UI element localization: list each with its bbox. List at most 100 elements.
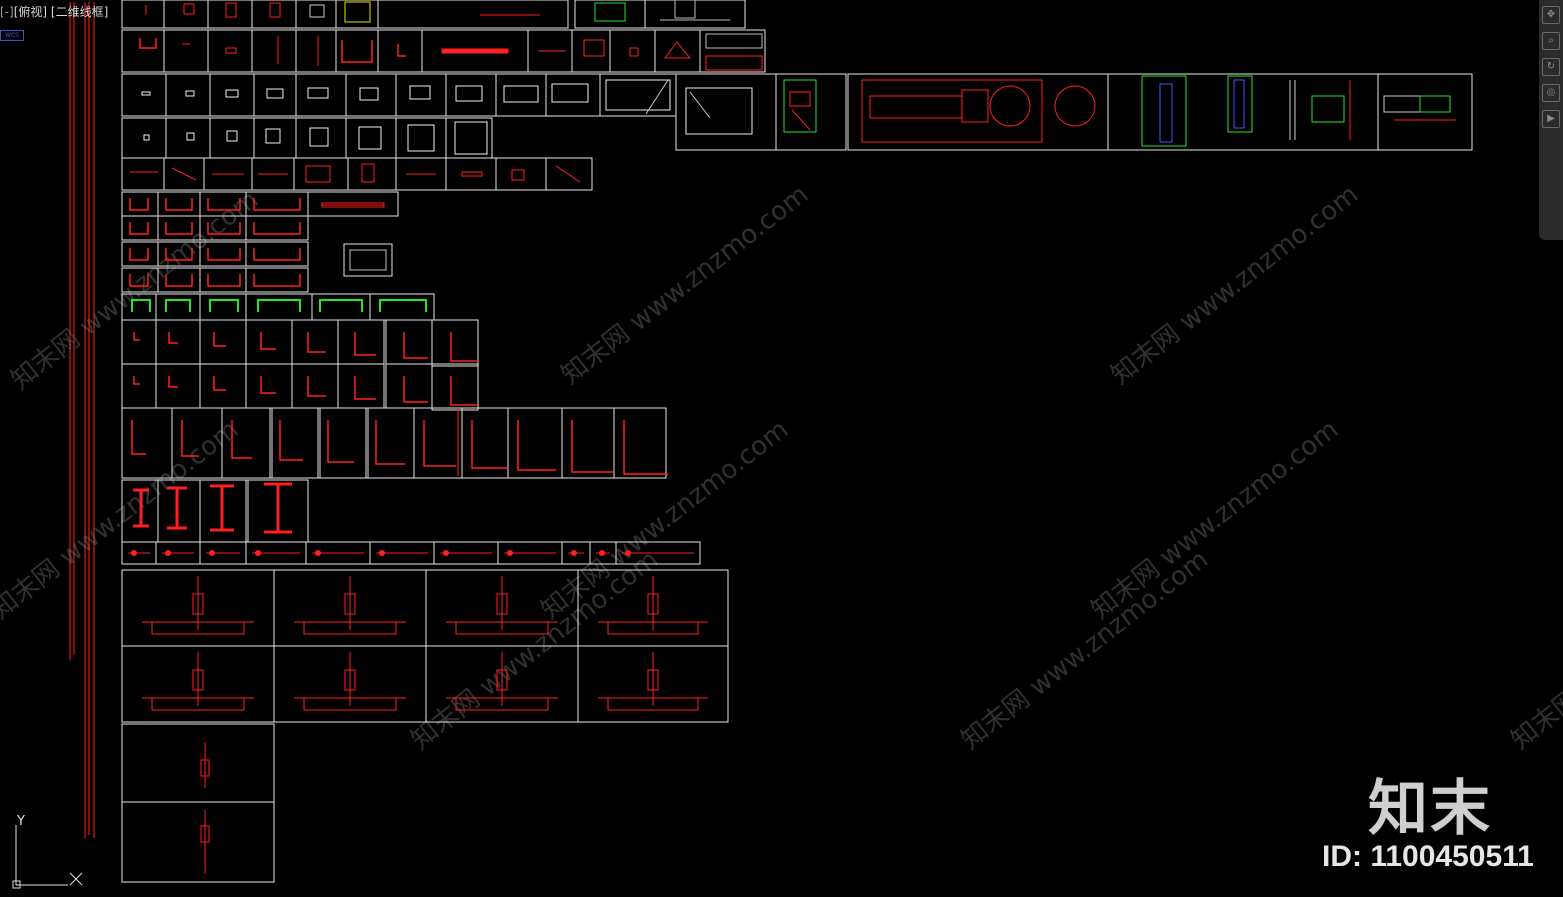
drawing-frame	[307, 191, 399, 217]
drawing-frame	[395, 73, 447, 117]
drawing-frame	[577, 645, 729, 723]
drawing-frame	[654, 29, 701, 73]
zoom-icon[interactable]: ⌕	[1542, 32, 1560, 50]
detail-rect	[143, 134, 150, 141]
drawing-frame	[574, 0, 646, 29]
detail-rect	[192, 669, 204, 691]
detail-rect	[594, 2, 626, 22]
channel-section	[165, 248, 193, 261]
detail-rect	[141, 91, 151, 96]
detail-rect	[789, 91, 811, 107]
channel-section	[165, 274, 193, 287]
drawing-frame	[295, 73, 347, 117]
detail-rect	[265, 128, 281, 144]
ceiling-runner	[455, 622, 549, 635]
orbit-icon[interactable]: ↻	[1542, 58, 1560, 76]
detail-rect	[183, 3, 195, 15]
detail-rect	[511, 169, 525, 181]
angle-section	[623, 420, 668, 475]
drawing-frame	[345, 73, 397, 117]
steering-wheel-icon[interactable]: ◎	[1542, 84, 1560, 102]
drawing-frame	[699, 29, 766, 73]
green-channel	[379, 299, 427, 312]
angle-section	[181, 420, 199, 457]
drawing-frame	[209, 73, 255, 117]
detail-rect	[1141, 75, 1187, 147]
ucs-icon	[12, 825, 83, 889]
detail-rect	[307, 87, 329, 99]
angle-section	[133, 332, 140, 341]
detail-rect	[496, 669, 508, 691]
drawing-frame	[251, 0, 297, 29]
watermark-diagonal: 知末网 www.znzmo.com	[406, 545, 664, 756]
channel-section	[165, 222, 193, 235]
drawing-frame	[155, 319, 201, 365]
channel-section	[253, 198, 301, 211]
viewport-controls-label[interactable]: [-][俯视] [二维线框]	[0, 3, 108, 20]
detail-rect	[344, 669, 356, 691]
drawing-frame	[293, 157, 349, 191]
detail-rect	[358, 126, 382, 150]
detail-rect	[407, 124, 435, 152]
detail-rect	[629, 47, 639, 57]
green-channel	[165, 299, 191, 312]
drawing-frame	[644, 0, 746, 29]
detail-line	[689, 91, 711, 119]
detail-rect	[1311, 95, 1345, 123]
angle-section	[403, 376, 428, 403]
pan-icon[interactable]: ✥	[1542, 6, 1560, 24]
detail-rect	[344, 593, 356, 615]
viewport-prefix[interactable]: [-]	[0, 5, 14, 19]
drawing-frame	[121, 319, 157, 365]
detail-rect	[455, 85, 483, 102]
wcs-cube-icon[interactable]: WCS	[0, 30, 24, 41]
channel-section	[207, 274, 241, 287]
detail-rect	[1419, 95, 1451, 113]
detail-line	[645, 79, 669, 115]
ucs-y-label: Y	[17, 814, 25, 829]
angle-section	[307, 376, 326, 397]
bolt-head	[443, 550, 449, 556]
drawing-frame	[245, 215, 309, 241]
channel-section	[207, 222, 241, 235]
drawing-frame	[163, 29, 209, 73]
ceiling-runner	[303, 622, 397, 635]
drawing-frame	[165, 117, 211, 159]
detail-rect	[305, 165, 331, 183]
drawing-frame	[121, 157, 165, 191]
view-style-label[interactable]: [俯视] [二维线框]	[13, 5, 109, 19]
angle-section	[450, 376, 478, 406]
detail-rect	[705, 33, 763, 49]
drawing-frame	[253, 73, 297, 117]
detail-line	[791, 109, 811, 131]
detail-rect	[226, 130, 238, 142]
drawing-frame	[337, 319, 385, 365]
channel-section	[253, 222, 301, 235]
bolt-head	[507, 550, 513, 556]
drawing-frame	[251, 29, 297, 73]
channel-section	[207, 248, 241, 261]
detail-rect	[200, 825, 210, 843]
angle-section	[450, 332, 478, 362]
drawing-frame	[609, 29, 656, 73]
angle-section	[213, 376, 226, 391]
watermark-diagonal: 知末网 www.znzmo.com	[1106, 180, 1364, 391]
drawing-frame	[445, 117, 493, 159]
detail-rect	[551, 83, 589, 103]
detail-rect	[225, 2, 237, 18]
drawing-frame	[121, 363, 157, 409]
angle-section	[403, 332, 428, 359]
drawing-frame	[291, 319, 339, 365]
showmotion-icon[interactable]: ▶	[1542, 110, 1560, 128]
drawing-frame	[157, 191, 201, 217]
channel-section	[253, 274, 301, 287]
bolt-head	[131, 550, 137, 556]
drawing-frame	[199, 319, 247, 365]
bolt-head	[165, 550, 171, 556]
watermark-diagonal: 知末网 www.znzmo.com	[1086, 415, 1344, 626]
drawing-frame	[345, 117, 397, 159]
drawing-frame	[1377, 73, 1473, 151]
watermark-diagonal: 知末网 www.znzmo.com	[536, 415, 794, 626]
drawing-frame	[295, 29, 337, 73]
